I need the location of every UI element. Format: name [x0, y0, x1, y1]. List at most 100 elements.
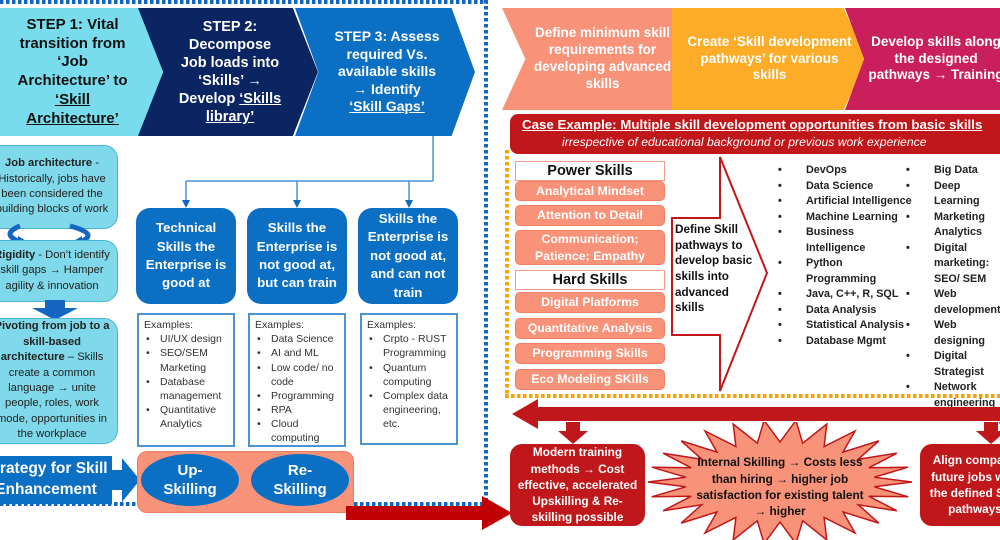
example-item: UI/UX design [144, 332, 228, 346]
down-arrow-right-icon [976, 422, 1000, 444]
hard-skill-item: Digital Platforms [515, 292, 665, 313]
strategy-arrow-icon [110, 458, 140, 502]
create-pathways-chevron: Create ‘Skill development pathways’ for … [672, 8, 867, 110]
reskilling-line: Skilling [273, 481, 327, 498]
step2-line: Job loads into [180, 54, 280, 71]
advanced-skill-item: Business Intelligence [766, 225, 914, 256]
hard-skills-heading: Hard Skills [515, 270, 665, 290]
step2-text: Develop [178, 91, 240, 108]
hard-skill-item: Quantitative Analysis [515, 318, 665, 339]
step1-line: ‘Skill [54, 90, 91, 108]
job-architecture-box: Job architecture - Historically, jobs ha… [0, 145, 118, 229]
advanced-skill-item: Digital Strategist [894, 349, 1000, 380]
advanced-skill-item: Marketing Analytics [894, 210, 1000, 241]
category-box-good-at: Technical Skills the Enterprise is good … [136, 208, 236, 304]
pathway-arrow-shape [671, 156, 769, 392]
example-item: Data Science [255, 332, 339, 346]
rstep2-text: Create ‘Skill development pathways’ for … [687, 33, 852, 83]
skill-text: Analytical Mindset [536, 183, 644, 198]
step1-line: transition from [19, 34, 126, 52]
step1-line: ‘Job [57, 53, 88, 71]
example-item: SEO/SEM Marketing [144, 346, 228, 374]
example-item: Database management [144, 375, 228, 403]
advanced-skill-item: DevOps [766, 163, 914, 179]
skill-text: Eco Modeling SKills [531, 372, 649, 387]
modern-training-text: Modern training methods → Cost effective… [517, 445, 638, 525]
case-subtitle: irrespective of educational background o… [562, 135, 927, 149]
pivoting-title: Pivoting from job to a skill-based archi… [0, 320, 110, 364]
divider-border [484, 0, 488, 505]
top-border-left [0, 0, 488, 4]
upskilling-line: Up- [177, 461, 203, 479]
example-item: Complex data engineering, etc. [367, 389, 451, 432]
advanced-skill-item: Database Mgmt [766, 334, 914, 350]
step2-line: Develop ‘Skills [179, 90, 281, 108]
advanced-skills-col2: Big Data Deep Learning Marketing Analyti… [894, 163, 1000, 427]
step1-line: STEP 1: Vital [26, 15, 119, 33]
rigidity-title: Rigidity [0, 248, 36, 261]
tree-connector [182, 136, 434, 208]
step2-line: library’ [205, 109, 255, 126]
job-architecture-title: Job architecture [5, 157, 93, 170]
step3-line: ‘Skill Gaps’ [349, 98, 425, 115]
rigidity-text: - Don’t identify skill gaps → Hamper agi… [0, 248, 110, 292]
example-item: Programming [255, 389, 339, 403]
skill-text: Attention to Detail [537, 208, 643, 223]
skill-text: Quantitative Analysis [527, 321, 653, 336]
job-architecture-text: - Historically, jobs have been considere… [0, 157, 109, 216]
skill-text: Communication; Patience; Empathy [534, 231, 646, 263]
upskilling-line: Skilling [163, 481, 217, 498]
advanced-skill-item: Artificial Intelligence [766, 194, 914, 210]
power-skill-item: Communication; Patience; Empathy [515, 230, 665, 265]
step1-chevron: STEP 1: Vital transition from ‘Job Archi… [0, 8, 163, 136]
advanced-skill-item: Java, C++, R, SQL [766, 287, 914, 303]
case-title: Case Example: Multiple skill development… [522, 117, 983, 132]
pathway-arrow-text: Define Skill pathways to develop basic s… [675, 223, 753, 315]
advanced-skill-item: Data Analysis [766, 303, 914, 319]
step3-chevron: STEP 3: Assess required Vs. available sk… [295, 8, 475, 136]
advanced-skill-item: Machine Learning [766, 210, 914, 226]
align-jobs-box: Align company future jobs with the defin… [920, 444, 1000, 526]
rstep3-text: Develop skills along the designed pathwa… [868, 33, 1000, 83]
define-requirements-chevron: Define minimum skill requirements for de… [502, 8, 697, 110]
examples-can-train: Examples: Data Science AI and ML Low cod… [248, 313, 346, 447]
hard-skill-item: Programming Skills [515, 343, 665, 364]
advanced-skill-item: Python Programming [766, 256, 914, 287]
to-right-arrow-icon [346, 496, 512, 530]
step3-line: available skills [337, 63, 437, 80]
strategy-line: Enhancement [0, 481, 97, 498]
power-skills-heading-text: Power Skills [547, 163, 633, 179]
feedback-left-arrow-icon [512, 399, 1000, 429]
step2-line: ‘Skills’ → [198, 73, 262, 89]
advanced-skill-item: Big Data [894, 163, 1000, 179]
step2-chevron: STEP 2: Decompose Job loads into ‘Skills… [138, 8, 318, 136]
examples-good-at: Examples: UI/UX design SEO/SEM Marketing… [137, 313, 235, 447]
internal-skilling-text: Internal Skilling → Costs less than hiri… [696, 455, 864, 519]
step1-line: Architecture’ to [17, 72, 128, 89]
step2-text: ‘Skills [239, 91, 282, 108]
examples-cannot-train: Examples: Crpto - RUST Programming Quant… [360, 313, 458, 445]
category-label: Skills the Enterprise is not good at, an… [367, 211, 449, 300]
example-item: RPA [255, 403, 339, 417]
example-item: Quantum computing [367, 361, 451, 389]
advanced-skill-item: Data Science [766, 179, 914, 195]
hard-skill-item: Eco Modeling SKills [515, 369, 665, 390]
examples-label: Examples: [367, 319, 417, 331]
down-arrow-left-icon [558, 422, 588, 444]
category-box-can-train: Skills the Enterprise is not good at, bu… [247, 208, 347, 304]
rigidity-box: Rigidity - Don’t identify skill gaps → H… [0, 240, 118, 302]
examples-label: Examples: [255, 319, 305, 331]
starburst-shape [647, 422, 913, 540]
power-skill-item: Analytical Mindset [515, 181, 665, 201]
hard-skills-heading-text: Hard Skills [552, 272, 628, 288]
advanced-skill-item: Web designing [894, 318, 1000, 349]
internal-skilling-starburst [647, 422, 913, 540]
reskilling-oval: Re-Skilling [251, 454, 349, 506]
step3-line: STEP 3: Assess [334, 28, 440, 45]
advanced-skill-item: Statistical Analysis [766, 318, 914, 334]
case-border-bottom [505, 394, 1000, 398]
example-item: AI and ML [255, 346, 339, 360]
strategy-line: Strategy for Skill [0, 460, 108, 478]
advanced-skill-item: Digital marketing: SEO/ SEM [894, 241, 1000, 288]
upskilling-oval: Up- Skilling [141, 454, 239, 506]
